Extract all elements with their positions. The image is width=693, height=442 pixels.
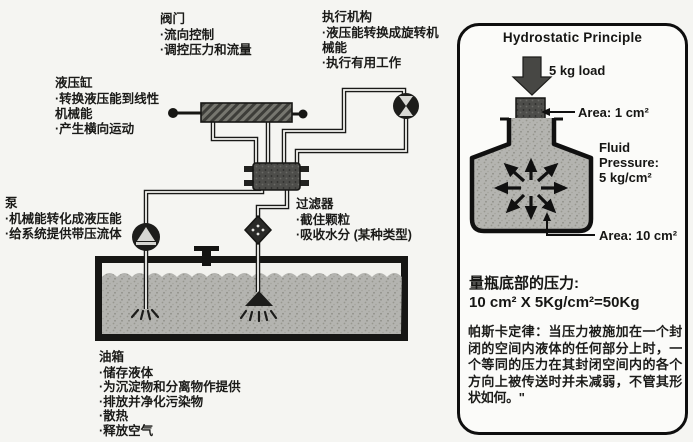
label-tank-title: 油箱 — [99, 350, 125, 364]
strainer-icon — [239, 291, 278, 323]
label-cylinder: 液压缸 ·转换液压能到线性 机械能 ·产生横向运动 — [55, 76, 160, 136]
cylinder-rod-ball-left — [168, 108, 178, 118]
load-arrow-icon — [511, 56, 553, 96]
fluid-pressure-label: Fluid Pressure: 5 kg/cm² — [599, 140, 659, 185]
hydraulic-pipes — [143, 87, 409, 309]
tank-breather — [194, 246, 219, 266]
label-actuator-title: 执行机构 — [322, 10, 373, 24]
pressure-equation: 10 cm² X 5Kg/cm²=50Kg — [469, 294, 640, 311]
label-cylinder-title: 液压缸 — [55, 76, 93, 90]
pressure-arrows-icon — [493, 157, 569, 221]
label-actuator: 执行机构 ·液压能转换成旋转机 械能 ·执行有用工作 — [322, 10, 439, 70]
pump-suction-splash — [130, 308, 160, 321]
label-valve-title: 阀门 — [160, 12, 186, 26]
label-pump: 泵 ·机械能转化成液压能 ·给系统提供带压流体 — [5, 196, 122, 241]
load-label: 5 kg load — [549, 63, 606, 78]
oil-tank — [95, 256, 408, 341]
filter-icon — [243, 214, 273, 246]
area-bottom-leader — [543, 212, 595, 236]
pressure-heading: 量瓶底部的压力: — [469, 275, 579, 292]
label-tank: 油箱 ·储存液体 ·为沉淀物和分离物作提供 ·排放并净化污染物 ·散热 ·释放空… — [99, 350, 241, 438]
cylinder-rod-ball-right — [298, 109, 308, 119]
label-valve: 阀门 ·流向控制 ·调控压力和流量 — [160, 12, 252, 57]
panel-title: Hydrostatic Principle — [502, 30, 643, 45]
label-filter: 过滤器 ·截住颗粒 ·吸收水分 (某种类型) — [296, 197, 412, 242]
hydraulic-cylinder — [168, 102, 308, 123]
pascal-law-text: 帕斯卡定律：当压力被施加在一个封闭的空间内液体的任何部分上时，一个等同的压力在其… — [468, 324, 682, 405]
hydraulic-motor-icon — [393, 93, 419, 119]
label-filter-title: 过滤器 — [296, 197, 334, 211]
label-pump-title: 泵 — [5, 196, 18, 210]
pump-icon — [132, 223, 160, 251]
area-bottom-label: Area: 10 cm² — [599, 228, 678, 243]
area-top-label: Area: 1 cm² — [578, 105, 649, 120]
directional-valve — [244, 162, 309, 191]
